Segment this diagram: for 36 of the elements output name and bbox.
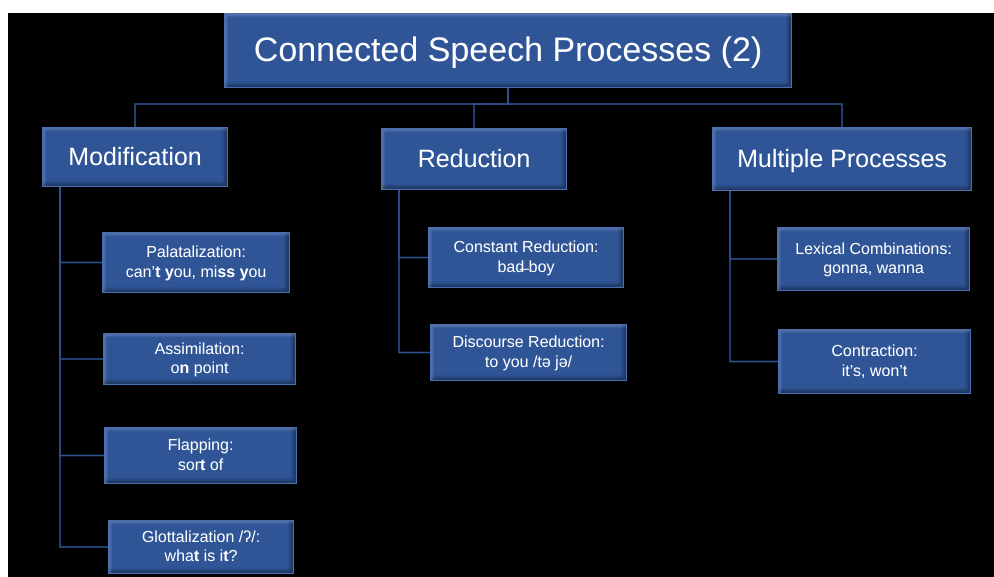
process-box bbox=[108, 520, 294, 574]
connector-line bbox=[507, 88, 843, 127]
example-text: sort of bbox=[178, 456, 224, 475]
connector-line bbox=[729, 191, 778, 362]
title-box bbox=[224, 13, 792, 88]
example-text: can’t you, miss you bbox=[126, 262, 266, 282]
box-heading: Glottalization /ʔ/: bbox=[142, 528, 260, 547]
box-heading: Multiple Processes bbox=[737, 144, 947, 174]
process-box bbox=[777, 227, 970, 291]
process-box bbox=[102, 232, 290, 293]
box-heading: Assimilation: bbox=[154, 340, 244, 359]
category-box bbox=[712, 127, 972, 191]
connector-line bbox=[59, 187, 108, 548]
process-box bbox=[103, 333, 296, 385]
box-heading: Palatalization: bbox=[146, 243, 246, 262]
example-text: it’s, won’t bbox=[842, 362, 908, 381]
box-heading: Reduction bbox=[418, 144, 530, 174]
box-heading: Lexical Combinations: bbox=[795, 240, 952, 259]
box-heading: Contraction: bbox=[831, 342, 918, 362]
process-box bbox=[428, 227, 624, 288]
connector-line bbox=[398, 190, 430, 354]
process-box bbox=[430, 324, 627, 381]
example-text: gonna, wanna bbox=[823, 259, 924, 278]
box-heading: Flapping: bbox=[168, 436, 234, 456]
category-box bbox=[381, 128, 567, 190]
example-text: on point bbox=[170, 359, 228, 378]
example-text: to you /tə jə/ bbox=[484, 352, 572, 372]
example-text: bad̶ boy bbox=[498, 258, 554, 277]
process-box bbox=[104, 427, 297, 484]
process-box bbox=[778, 329, 971, 394]
category-box bbox=[42, 127, 228, 187]
title-text: Connected Speech Processes (2) bbox=[254, 30, 762, 71]
box-heading: Modification bbox=[68, 142, 202, 172]
box-heading: Discourse Reduction: bbox=[452, 333, 605, 352]
box-heading: Constant Reduction: bbox=[454, 238, 598, 258]
example-text: what is it? bbox=[164, 547, 238, 566]
